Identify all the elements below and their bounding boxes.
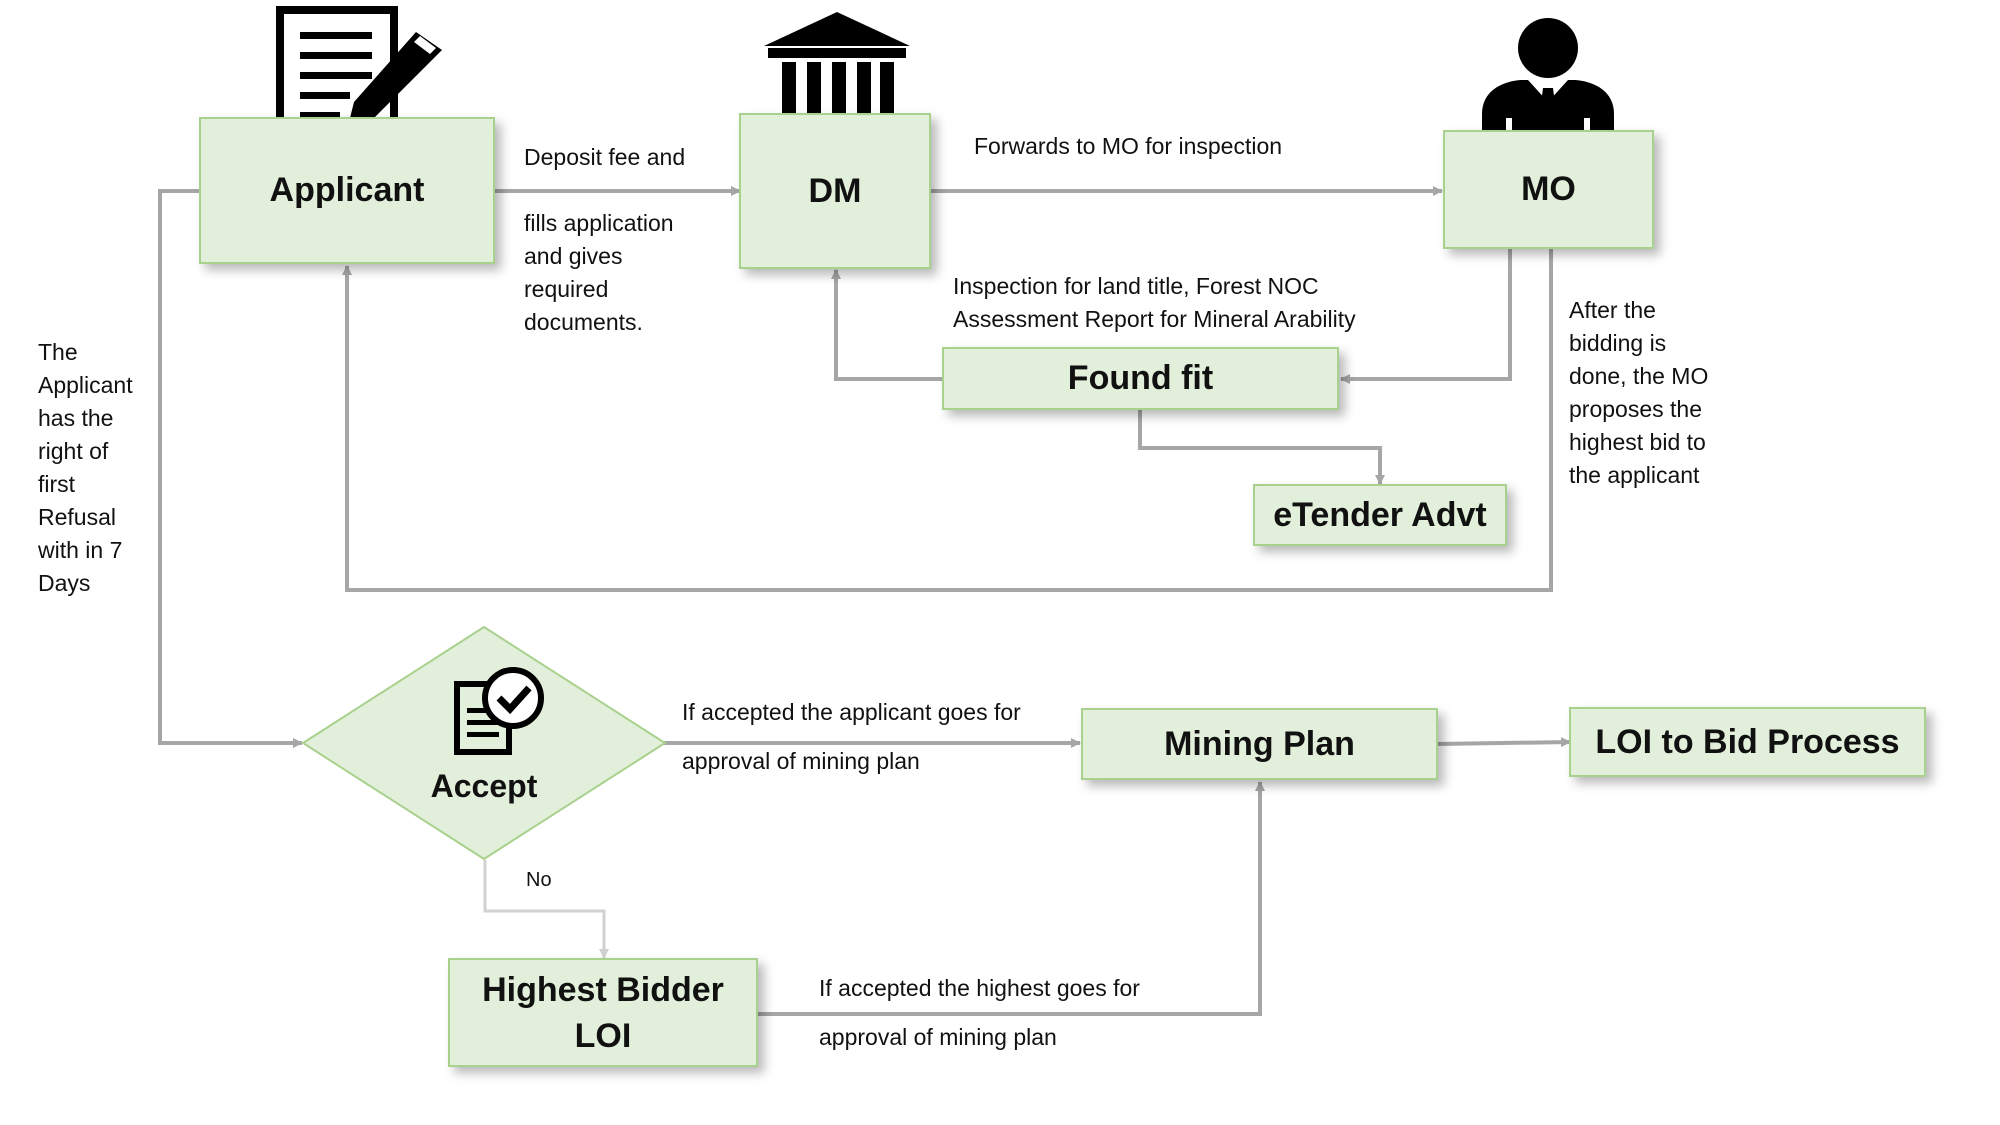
mo-label: MO xyxy=(1521,170,1576,208)
applicant-label: Applicant xyxy=(269,171,425,209)
mining-plan-label: Mining Plan xyxy=(1164,724,1355,763)
edge-mo-to-found-fit xyxy=(1340,248,1512,384)
found-fit-node: Found fit xyxy=(942,347,1339,410)
highest-bidder-node: Highest Bidder LOI xyxy=(448,958,758,1067)
first-refusal-label: The Applicant has the right of first Ref… xyxy=(38,339,133,596)
inspection-label: Inspection for land title, Forest NOC As… xyxy=(953,273,1356,332)
highest-bidder-label-line2: LOI xyxy=(574,1016,632,1055)
loi-bid-node: LOI to Bid Process xyxy=(1569,707,1926,777)
etender-node: eTender Advt xyxy=(1253,484,1507,546)
no-label: No xyxy=(526,869,552,891)
forwards-mo-label: Forwards to MO for inspection xyxy=(974,133,1283,159)
edge-accept-no-to-highest-bidder xyxy=(483,860,609,959)
dm-node: DM xyxy=(739,113,931,269)
accept-label: Accept xyxy=(430,768,538,804)
applicant-node: Applicant xyxy=(199,117,495,264)
accepted-highest-label-line2: approval of mining plan xyxy=(819,1024,1057,1050)
deposit-fee-label: Deposit fee and xyxy=(524,144,686,170)
accepted-highest-label-line1: If accepted the highest goes for xyxy=(819,975,1140,1001)
approval-checklist-icon xyxy=(454,667,544,755)
fills-application-label: fills application and gives required doc… xyxy=(524,210,674,335)
edge-found-fit-to-dm xyxy=(831,269,943,381)
mo-node: MO xyxy=(1443,130,1654,249)
edge-found-fit-to-etender xyxy=(1138,410,1385,485)
found-fit-label: Found fit xyxy=(1067,359,1214,397)
accepted-applicant-label-line2: approval of mining plan xyxy=(682,748,920,774)
accepted-applicant-label-line1: If accepted the applicant goes for xyxy=(682,699,1021,725)
edge-mining-plan-to-loi-bid xyxy=(1436,737,1571,748)
dm-label: DM xyxy=(808,171,862,210)
etender-label: eTender Advt xyxy=(1273,495,1487,534)
highest-bidder-label-line1: Highest Bidder xyxy=(482,970,724,1009)
loi-bid-label: LOI to Bid Process xyxy=(1595,722,1900,761)
edge-highest-bidder-to-mining-plan xyxy=(757,781,1265,1016)
edge-mo-to-applicant xyxy=(342,248,1553,592)
after-bidding-label: After the bidding is done, the MO propos… xyxy=(1569,297,1709,488)
mining-plan-node: Mining Plan xyxy=(1081,708,1438,780)
edge-applicant-to-accept xyxy=(158,189,303,748)
